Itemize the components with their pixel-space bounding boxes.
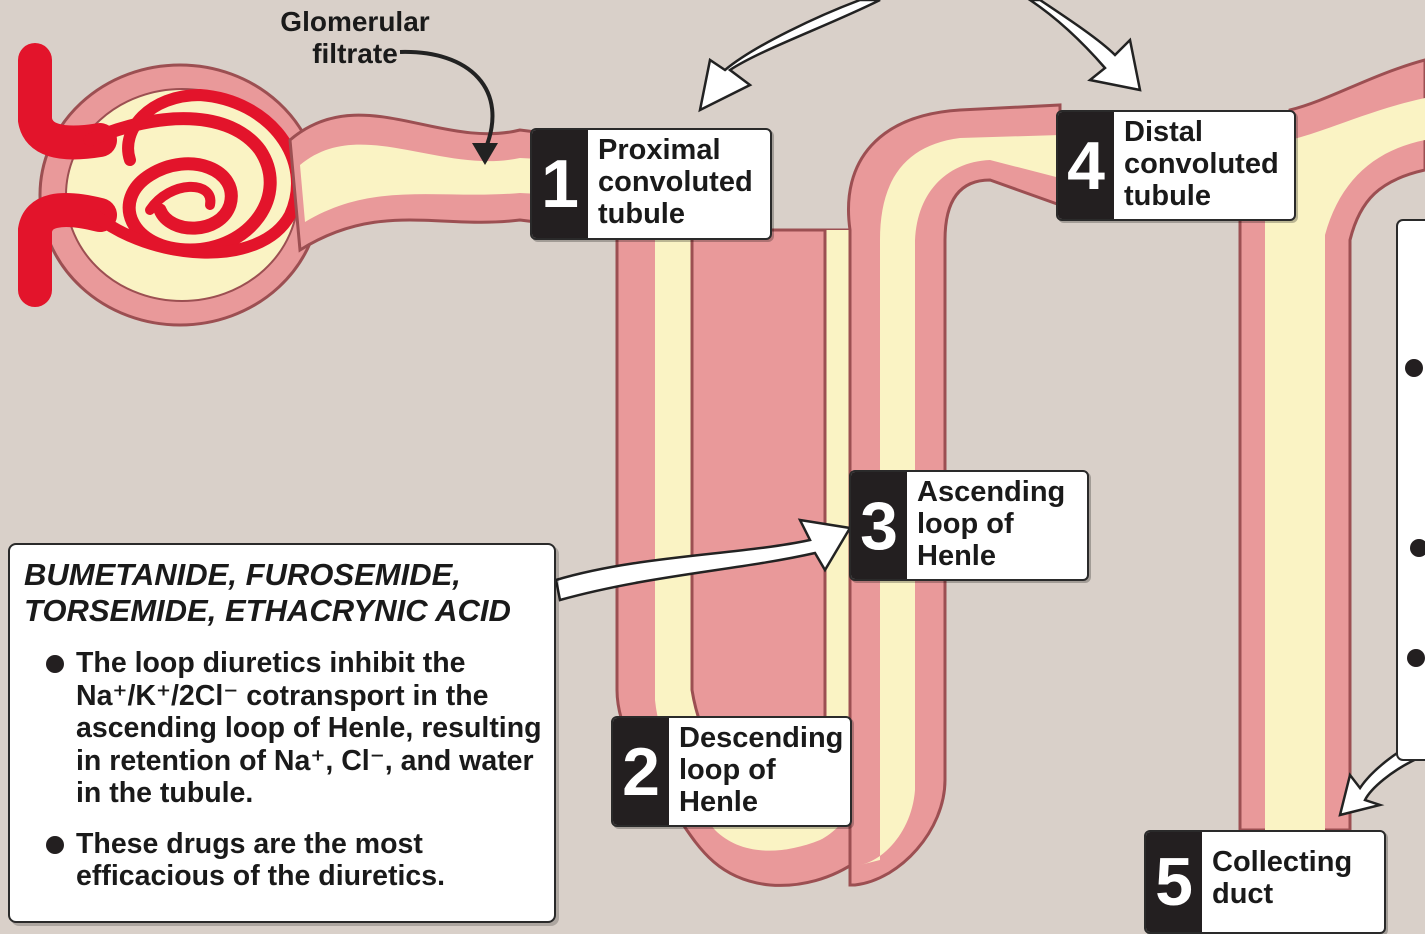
segment-number: 1 bbox=[532, 130, 588, 238]
segment-label-descending: 2 Descending loop of Henle bbox=[611, 716, 852, 827]
segment-number: 2 bbox=[613, 718, 669, 825]
segment-name: Proximal convoluted tubule bbox=[588, 130, 765, 238]
loop-diuretics-box: BUMETANIDE, FUROSEMIDE, TORSEMIDE, ETHAC… bbox=[8, 543, 556, 923]
efficacy-bullet: These drugs are the most efficacious of … bbox=[24, 828, 544, 893]
drug-names-title: BUMETANIDE, FUROSEMIDE, TORSEMIDE, ETHAC… bbox=[24, 557, 544, 629]
bullet-dot bbox=[1407, 649, 1425, 667]
segment-number: 4 bbox=[1058, 112, 1114, 219]
bullet-dot bbox=[46, 836, 64, 854]
segment-number: 5 bbox=[1146, 832, 1202, 932]
arrow-to-proximal bbox=[700, 0, 880, 110]
bullet-dot bbox=[1405, 359, 1423, 377]
proximal-tubule bbox=[290, 115, 560, 250]
segment-label-collecting: 5 Collecting duct bbox=[1144, 830, 1386, 934]
segment-label-ascending: 3 Ascending loop of Henle bbox=[849, 470, 1089, 581]
segment-number: 3 bbox=[851, 472, 907, 579]
segment-name: Distal convoluted tubule bbox=[1114, 112, 1291, 219]
arrow-to-distal bbox=[1030, 0, 1140, 90]
glomerular-filtrate-label: Glomerular filtrate bbox=[270, 6, 440, 70]
segment-name: Descending loop of Henle bbox=[669, 718, 852, 825]
mechanism-bullet: The loop diuretics inhibit the Na⁺/K⁺/2C… bbox=[24, 647, 544, 810]
mechanism-text: The loop diuretics inhibit the Na⁺/K⁺/2C… bbox=[76, 647, 542, 809]
segment-name: Collecting duct bbox=[1202, 832, 1364, 932]
segment-label-proximal: 1 Proximal convoluted tubule bbox=[530, 128, 772, 240]
right-panel-partial bbox=[1397, 220, 1425, 760]
segment-label-distal: 4 Distal convoluted tubule bbox=[1056, 110, 1296, 221]
bullet-dot bbox=[46, 655, 64, 673]
segment-name: Ascending loop of Henle bbox=[907, 472, 1077, 579]
efficacy-text: These drugs are the most efficacious of … bbox=[76, 828, 445, 893]
